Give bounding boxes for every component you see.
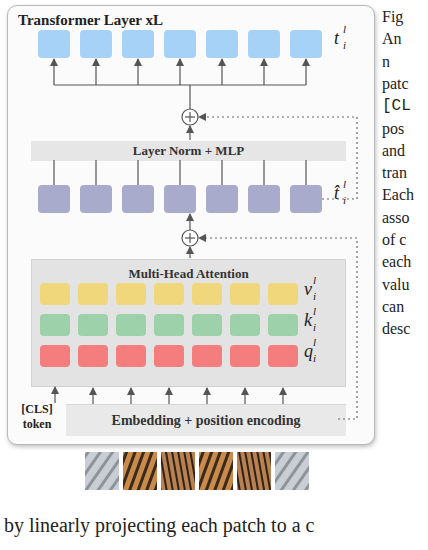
- caption-text: and: [382, 142, 405, 160]
- caption-text: pos: [382, 120, 404, 138]
- caption-text: patc: [382, 75, 409, 93]
- caption-text: asso: [382, 209, 410, 227]
- token-symbol: t: [334, 28, 339, 49]
- caption-text: Each: [382, 186, 414, 204]
- caption-text: An: [382, 30, 402, 48]
- token-symbol: v: [304, 279, 312, 300]
- node-title: Embedding + position encoding: [112, 413, 301, 429]
- token-symbol: i: [343, 39, 346, 51]
- token-symbol: l: [313, 305, 316, 317]
- mlp-band: Layer Norm + MLP: [31, 141, 346, 161]
- token-symbol: t̂: [334, 183, 339, 204]
- token-symbol: l: [343, 178, 346, 190]
- token-symbol: i: [343, 194, 346, 206]
- image-patches: [85, 452, 309, 490]
- caption-text: valu: [382, 276, 410, 294]
- caption-text: [CL: [382, 97, 411, 115]
- token-symbol: i: [313, 321, 316, 333]
- token-symbol: i: [313, 290, 316, 302]
- caption-text: n: [382, 53, 390, 71]
- caption-text: each: [382, 253, 411, 271]
- attention-box: Multi-Head Attention: [31, 259, 346, 387]
- token-symbol: l: [343, 23, 346, 35]
- node-title: Layer Norm + MLP: [133, 143, 245, 159]
- caption-text: of c: [382, 231, 406, 249]
- token-symbol: l: [313, 336, 316, 348]
- node-title: Multi-Head Attention: [32, 266, 345, 282]
- caption-text: by linearly projecting each patch to a c: [4, 514, 314, 537]
- node-title: Transformer Layer xL: [18, 12, 163, 29]
- token-label: [CLS] token: [12, 402, 62, 432]
- token-symbol: q: [304, 341, 313, 362]
- caption-text: Fig: [382, 8, 403, 26]
- caption-text: desc: [382, 320, 410, 338]
- layer-frame: Transformer Layer xL Layer Norm + MLP Mult…: [7, 5, 375, 445]
- caption-text: tran: [382, 164, 407, 182]
- embedding-band: Embedding + position encoding: [66, 404, 346, 436]
- token-symbol: i: [313, 352, 316, 364]
- caption-text: can: [382, 298, 404, 316]
- token-symbol: k: [304, 310, 312, 331]
- token-symbol: l: [313, 274, 316, 286]
